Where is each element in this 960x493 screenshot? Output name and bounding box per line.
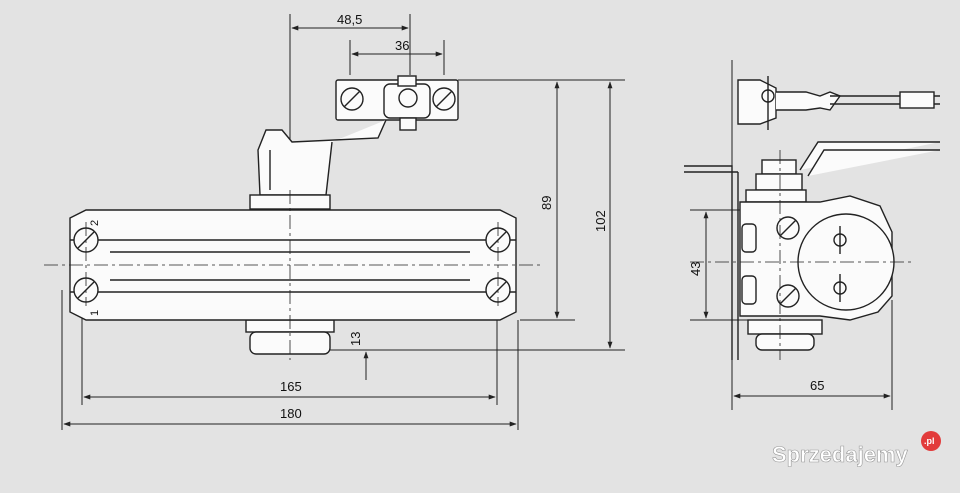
dimension-lines bbox=[63, 25, 613, 427]
dim-label-65: 65 bbox=[810, 378, 824, 393]
dim-label-165: 165 bbox=[280, 379, 302, 394]
front-view bbox=[44, 14, 625, 430]
watermark-tld: .pl bbox=[924, 436, 935, 446]
side-hub bbox=[745, 159, 807, 203]
side-body bbox=[739, 195, 895, 351]
centre-lines bbox=[44, 190, 540, 360]
dim-label-102: 102 bbox=[593, 210, 608, 232]
dim-label-43: 43 bbox=[688, 262, 703, 276]
dim-label-48-5: 48,5 bbox=[337, 12, 362, 27]
side-arm bbox=[737, 76, 940, 177]
side-centre-lines bbox=[690, 150, 912, 360]
dim-label-180: 180 bbox=[280, 406, 302, 421]
dim-label-13: 13 bbox=[348, 332, 363, 346]
watermark-brand: Sprzedajemy bbox=[772, 442, 908, 467]
door-frame-section bbox=[684, 165, 739, 360]
dim-label-36: 36 bbox=[395, 38, 409, 53]
arm-bracket bbox=[335, 75, 459, 131]
closer-arm bbox=[257, 119, 387, 196]
hole-label-2: 2 bbox=[89, 220, 101, 226]
sprzedajemy-watermark: Sprzedajemy .pl bbox=[772, 431, 941, 467]
hole-label-1: 1 bbox=[89, 310, 101, 316]
side-view bbox=[684, 60, 940, 410]
dim-label-89: 89 bbox=[539, 196, 554, 210]
side-dimension-lines bbox=[703, 211, 891, 399]
watermark-badge bbox=[921, 431, 941, 451]
